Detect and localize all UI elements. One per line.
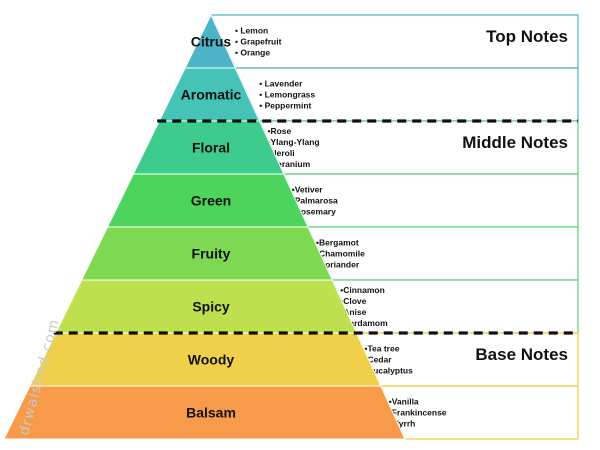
tier-label-green: Green: [191, 193, 231, 209]
ingredient-myrrh: •Myrrh: [389, 419, 416, 429]
tier-label-aromatic: Aromatic: [181, 87, 242, 103]
group-title-top-notes: Top Notes: [486, 27, 568, 46]
note-dividers: [53, 119, 578, 335]
ingredient-lemongrass: • Lemongrass: [259, 90, 315, 100]
tier-label-floral: Floral: [192, 140, 230, 156]
ingredient-bergamot: •Bergamot: [316, 238, 359, 248]
ingredient-cedar: •Cedar: [365, 355, 393, 365]
tier-label-fruity: Fruity: [192, 246, 231, 262]
ingredient-anise: •Anise: [340, 307, 366, 317]
ingredient-coriander: •Coriander: [316, 260, 360, 270]
ingredient-chamomile: •Chamomile: [316, 249, 365, 259]
pyramid-tiers: CitrusAromaticFloralGreenFruitySpicyWood…: [3, 13, 406, 440]
ingredient-orange: • Orange: [235, 48, 270, 58]
ingredient-tea-tree: •Tea tree: [365, 344, 400, 354]
tier-label-citrus: Citrus: [191, 34, 232, 50]
ingredient-frankincense: •Frankincense: [389, 408, 447, 418]
tier-label-balsam: Balsam: [186, 405, 236, 421]
ingredient-clove: •Clove: [340, 296, 366, 306]
ingredient-vetiver: •Vetiver: [292, 185, 324, 195]
ingredient-peppermint: • Peppermint: [259, 101, 311, 111]
tier-balsam: [3, 385, 406, 440]
ingredient-neroli: •Neroli: [268, 148, 295, 158]
group-title-middle-notes: Middle Notes: [462, 133, 568, 152]
tier-label-woody: Woody: [188, 352, 235, 368]
ingredient-rosemary: •Rosemary: [292, 207, 336, 217]
ingredient-lavender: • Lavender: [259, 79, 303, 89]
group-title-base-notes: Base Notes: [475, 345, 568, 364]
ingredient-cinnamon: •Cinnamon: [340, 285, 385, 295]
ingredient-rose: •Rose: [268, 126, 292, 136]
ingredient-cardamom: •Cardamom: [340, 318, 388, 328]
ingredient-grapefruit: • Grapefruit: [235, 37, 282, 47]
ingredient-vanilla: •Vanilla: [389, 397, 419, 407]
tier-label-spicy: Spicy: [192, 299, 230, 315]
ingredient-palmarosa: •Palmarosa: [292, 196, 338, 206]
ingredient-geranium: •Geranium: [268, 159, 311, 169]
ingredient-ylang-ylang: •Ylang-Ylang: [268, 137, 320, 147]
ingredient-eucalyptus: •Eucalyptus: [365, 366, 414, 376]
ingredient-boxes: • Lemon• Grapefruit• Orange • Lavender• L…: [210, 14, 579, 440]
ingredient-lemon: • Lemon: [235, 26, 268, 36]
